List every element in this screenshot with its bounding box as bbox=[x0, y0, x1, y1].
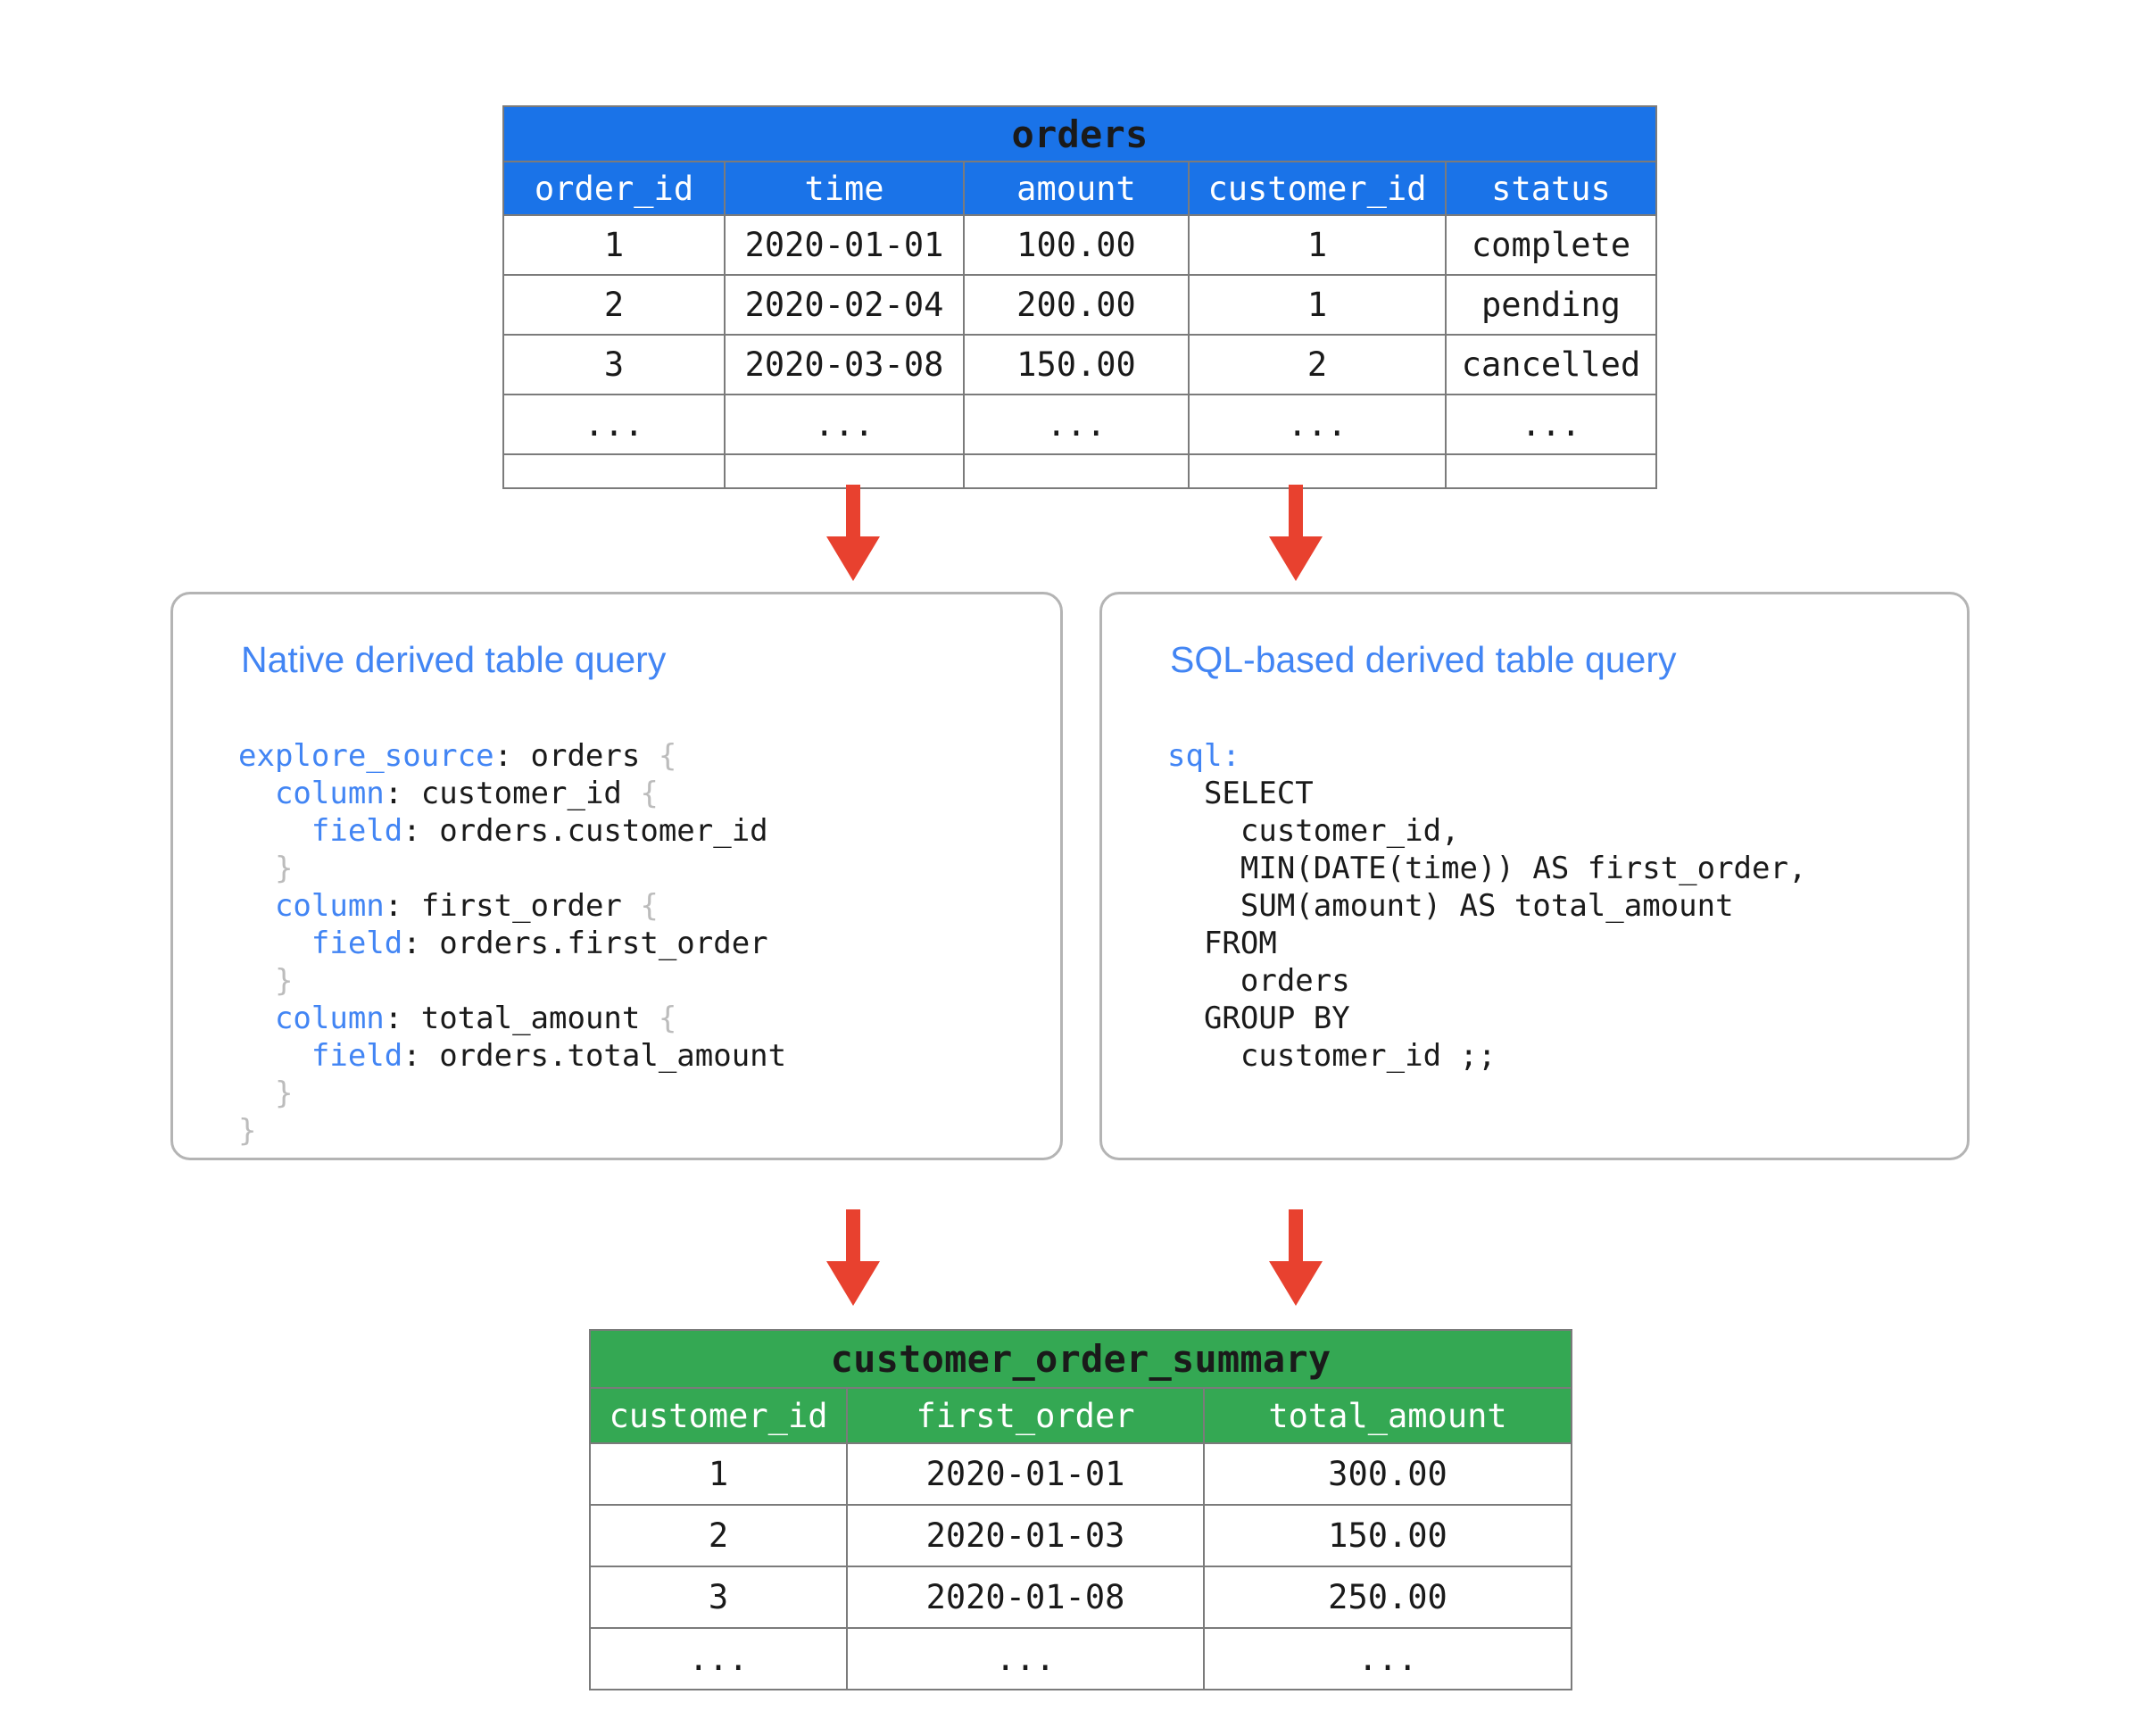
sql-derived-table-card: SQL-based derived table query sql: SELEC… bbox=[1099, 592, 1970, 1160]
cell-time: 2020-02-04 bbox=[724, 274, 965, 336]
cell-empty bbox=[1188, 453, 1447, 489]
summary-table-name: customer_order_summary bbox=[588, 1329, 1573, 1389]
orders-table-name: orders bbox=[502, 105, 1657, 162]
table-row-ellipsis: ... ... ... ... ... bbox=[502, 394, 1657, 455]
native-card-code: explore_source: orders { column: custome… bbox=[238, 738, 787, 1149]
cell-first-order: 2020-01-01 bbox=[846, 1442, 1205, 1506]
cell-total-amount: 250.00 bbox=[1202, 1566, 1573, 1629]
cell-customer-id: 1 bbox=[1188, 274, 1447, 336]
table-row-clipped bbox=[502, 453, 1657, 489]
cell-ellipsis: ... bbox=[846, 1627, 1205, 1690]
cell-customer-id: 2 bbox=[589, 1504, 848, 1567]
summary-col-total-amount: total_amount bbox=[1202, 1387, 1573, 1444]
cell-empty bbox=[724, 453, 965, 489]
cell-status: pending bbox=[1445, 274, 1657, 336]
table-row: 1 2020-01-01 300.00 bbox=[589, 1442, 1573, 1506]
native-derived-table-card: Native derived table query explore_sourc… bbox=[170, 592, 1063, 1160]
table-row: 3 2020-01-08 250.00 bbox=[589, 1566, 1573, 1629]
cell-order-id: 2 bbox=[502, 274, 726, 336]
cell-amount: 150.00 bbox=[963, 334, 1190, 395]
cell-empty bbox=[1445, 453, 1657, 489]
table-row: 3 2020-03-08 150.00 2 cancelled bbox=[502, 334, 1657, 395]
cell-ellipsis: ... bbox=[1188, 394, 1447, 455]
cell-customer-id: 1 bbox=[589, 1442, 848, 1506]
cell-total-amount: 150.00 bbox=[1202, 1504, 1573, 1567]
cell-first-order: 2020-01-08 bbox=[846, 1566, 1205, 1629]
cell-ellipsis: ... bbox=[502, 394, 726, 455]
table-row: 2 2020-01-03 150.00 bbox=[589, 1504, 1573, 1567]
cell-time: 2020-03-08 bbox=[724, 334, 965, 395]
summary-table-title-row: customer_order_summary bbox=[588, 1329, 1573, 1389]
table-row-ellipsis: ... ... ... bbox=[589, 1627, 1573, 1690]
cell-empty bbox=[963, 453, 1190, 489]
orders-col-amount: amount bbox=[963, 161, 1190, 216]
cell-status: cancelled bbox=[1445, 334, 1657, 395]
cell-first-order: 2020-01-03 bbox=[846, 1504, 1205, 1567]
cell-customer-id: 1 bbox=[1188, 214, 1447, 276]
cell-customer-id: 2 bbox=[1188, 334, 1447, 395]
orders-col-customer-id: customer_id bbox=[1188, 161, 1447, 216]
cell-ellipsis: ... bbox=[589, 1627, 848, 1690]
orders-col-order-id: order_id bbox=[502, 161, 726, 216]
cell-amount: 200.00 bbox=[963, 274, 1190, 336]
cell-ellipsis: ... bbox=[1202, 1627, 1573, 1690]
cell-amount: 100.00 bbox=[963, 214, 1190, 276]
orders-table-title-row: orders bbox=[502, 105, 1657, 162]
summary-col-first-order: first_order bbox=[846, 1387, 1205, 1444]
cell-order-id: 1 bbox=[502, 214, 726, 276]
summary-col-customer-id: customer_id bbox=[589, 1387, 848, 1444]
cell-ellipsis: ... bbox=[963, 394, 1190, 455]
cell-status: complete bbox=[1445, 214, 1657, 276]
orders-source-table: orders order_id time amount customer_id … bbox=[502, 105, 1657, 489]
arrow-orders-to-sql-icon bbox=[1269, 485, 1323, 581]
cell-order-id: 3 bbox=[502, 334, 726, 395]
table-row: 2 2020-02-04 200.00 1 pending bbox=[502, 274, 1657, 336]
cell-time: 2020-01-01 bbox=[724, 214, 965, 276]
arrow-native-to-summary-icon bbox=[826, 1209, 880, 1306]
sql-card-code: sql: SELECT customer_id, MIN(DATE(time))… bbox=[1167, 738, 1807, 1074]
native-card-title: Native derived table query bbox=[241, 639, 667, 680]
cell-total-amount: 300.00 bbox=[1202, 1442, 1573, 1506]
summary-table-header-row: customer_id first_order total_amount bbox=[589, 1387, 1573, 1444]
customer-order-summary-table: customer_order_summary customer_id first… bbox=[588, 1329, 1573, 1690]
table-row: 1 2020-01-01 100.00 1 complete bbox=[502, 214, 1657, 276]
cell-empty bbox=[502, 453, 726, 489]
sql-card-title: SQL-based derived table query bbox=[1170, 639, 1677, 680]
cell-customer-id: 3 bbox=[589, 1566, 848, 1629]
arrow-sql-to-summary-icon bbox=[1269, 1209, 1323, 1306]
orders-table-header-row: order_id time amount customer_id status bbox=[502, 161, 1657, 216]
cell-ellipsis: ... bbox=[724, 394, 965, 455]
orders-col-status: status bbox=[1445, 161, 1657, 216]
arrow-orders-to-native-icon bbox=[826, 485, 880, 581]
orders-col-time: time bbox=[724, 161, 965, 216]
cell-ellipsis: ... bbox=[1445, 394, 1657, 455]
